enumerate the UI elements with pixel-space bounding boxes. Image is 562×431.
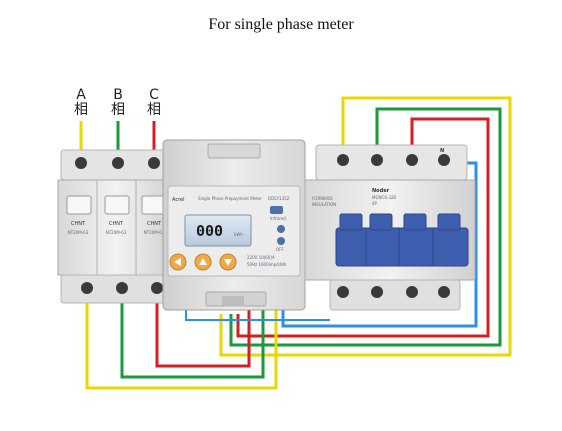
energy-meter: Acrel Single Phase Prepayment Meter DDSY… <box>162 139 306 311</box>
breaker-bottom-screw-a <box>81 282 93 294</box>
contactor-handle-3[interactable] <box>403 213 427 231</box>
phase-b-label-char1: B <box>113 87 123 103</box>
contactor-handle-2[interactable] <box>369 213 393 231</box>
breaker-handle-b[interactable] <box>104 195 130 215</box>
contactor-rating: 4P <box>372 201 378 206</box>
breaker-brand-a: CHNT <box>71 221 86 227</box>
meter-off-label: OFF <box>276 247 284 252</box>
contactor-bottom-screw-n <box>438 286 450 298</box>
contactor-sub-label-2: INSULATION <box>312 202 336 207</box>
meter-button-down[interactable] <box>219 253 237 271</box>
breaker-top-screw-c <box>148 157 160 169</box>
contactor-handle-4[interactable] <box>437 213 461 231</box>
meter-infrared-label: Infrared <box>270 216 286 221</box>
neutral-label: N <box>440 148 444 154</box>
contactor-top-screw-2 <box>371 154 383 166</box>
contactor-handle-1[interactable] <box>339 213 363 231</box>
contactor-bottom-screw-2 <box>371 286 383 298</box>
phase-labels: A 相 B 相 C 相 <box>74 87 161 118</box>
phase-c-label-char1: C <box>149 87 159 103</box>
wire-green-bottom <box>120 300 265 379</box>
meter-spec-line-2: 50Hz 1600imp/kWh <box>247 262 287 267</box>
meter-spec-line-1: 220V 10(60)A <box>247 255 275 260</box>
meter-lcd-reading: 000 <box>196 222 223 240</box>
meter-lcd <box>184 214 252 247</box>
wire-red-top-loop <box>236 117 490 338</box>
wire-red-bottom <box>155 300 251 368</box>
breaker-model-c: NT20M-63 <box>144 230 165 235</box>
meter-button-left[interactable] <box>169 253 187 271</box>
contactor-top-screw-3 <box>406 154 418 166</box>
breaker-handle-a[interactable] <box>66 195 92 215</box>
meter-led-icon <box>277 225 285 233</box>
breaker-bottom-screw-c <box>151 282 163 294</box>
wire-green-top-loop <box>229 107 502 347</box>
phase-a-label-char2: 相 <box>74 102 88 118</box>
wire-yellow-top-loop <box>219 96 512 357</box>
wire-meter-out <box>185 310 330 321</box>
breaker-bottom-screw-b <box>116 282 128 294</box>
breaker-top-screw-b <box>112 157 124 169</box>
breaker-model-a: NT20M-63 <box>68 230 89 235</box>
meter-off-led-icon <box>277 237 285 245</box>
left-arrow-icon <box>174 258 181 266</box>
contactor-sub-label-1: FORWARD <box>312 196 332 201</box>
breaker-model-b: NT20M-63 <box>106 230 127 235</box>
breaker-brand-b: CHNT <box>109 221 124 227</box>
wires <box>79 96 512 390</box>
phase-c-label-char2: 相 <box>147 102 161 118</box>
wire-yellow-bottom <box>85 300 278 390</box>
meter-lcd-unit: kWh <box>234 232 243 237</box>
meter-description: Single Phase Prepayment Meter <box>198 196 262 201</box>
contactor-top-screw-n <box>438 154 450 166</box>
contactor-bottom-screw-1 <box>337 286 349 298</box>
breaker-brand-c: CHNT <box>147 221 162 227</box>
meter-model: DDSY1352 <box>268 196 290 201</box>
breaker-top-screw-a <box>75 157 87 169</box>
contactor-brand: Noder <box>372 188 390 194</box>
breaker-body <box>57 179 176 276</box>
down-arrow-icon <box>224 259 232 266</box>
meter-infrared-window <box>270 206 283 214</box>
diagram-title: For single phase meter <box>208 16 354 33</box>
contactor-bottom-screw-3 <box>406 286 418 298</box>
circuit-breaker: CHNT CHNT CHNT NT20M-63 NT20M-63 NT20M-6… <box>57 149 176 304</box>
phase-a-label-char1: A <box>76 87 86 103</box>
contactor: N Noder MGNC6-32B 4P FORWARD INSULATION <box>304 144 476 311</box>
contactor-top-screw-1 <box>337 154 349 166</box>
breaker-handle-c[interactable] <box>141 195 167 215</box>
contactor-model: MGNC6-32B <box>372 195 396 200</box>
contactor-handle-bar[interactable] <box>335 227 469 267</box>
meter-button-up[interactable] <box>194 253 212 271</box>
phase-b-label-char2: 相 <box>111 102 125 118</box>
up-arrow-icon <box>199 258 207 265</box>
meter-brand: Acrel <box>172 197 185 203</box>
